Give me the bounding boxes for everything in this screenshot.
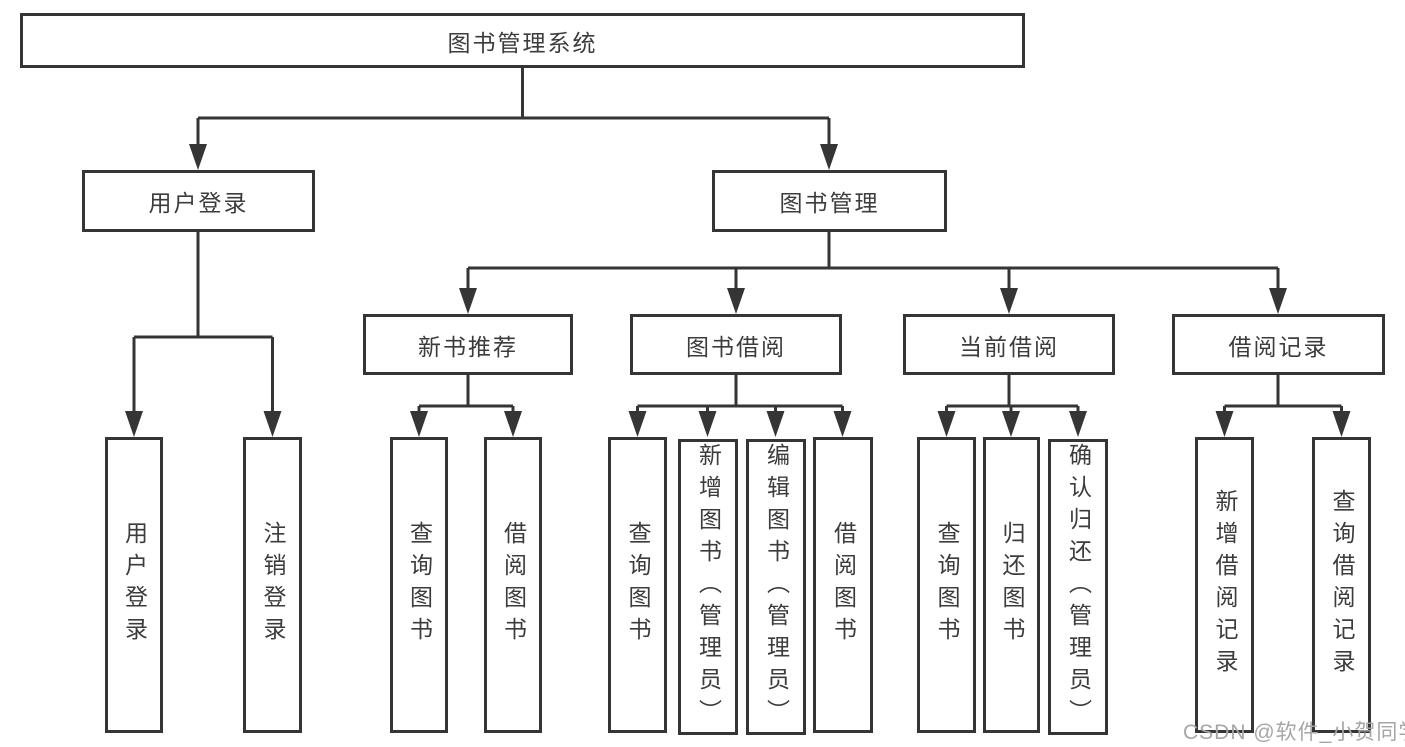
leaf-newbook-query-books: 查询图书 [390, 437, 448, 733]
leaf-borrow-books: 借阅图书 [813, 437, 873, 733]
node-new-book-recommendation: 新书推荐 [363, 314, 573, 375]
leaf-query-borrow-record: 查询借阅记录 [1312, 437, 1371, 733]
node-library-management-system: 图书管理系统 [20, 13, 1025, 68]
leaf-user-login: 用户登录 [105, 437, 163, 733]
node-current-borrowing: 当前借阅 [903, 314, 1115, 375]
leaf-current-query-books: 查询图书 [917, 437, 976, 733]
connector-root-to-level2 [189, 68, 838, 170]
connector-bookmgmt-to-level3 [459, 232, 1287, 314]
leaf-newbook-borrow-books: 借阅图书 [484, 437, 542, 733]
leaf-return-books: 归还图书 [983, 437, 1040, 733]
connector-currentborrow-to-leaves [937, 375, 1087, 437]
leaf-borrow-query-books: 查询图书 [608, 437, 667, 733]
node-book-management: 图书管理 [712, 170, 947, 232]
connector-bookborrow-to-leaves [628, 375, 852, 437]
leaf-add-borrow-record: 新增借阅记录 [1195, 437, 1254, 733]
leaf-confirm-return-admin: 确认归还（管理员） [1048, 439, 1108, 735]
node-book-borrowing: 图书借阅 [630, 314, 842, 375]
watermark-csdn: CSDN @软件_小贺同学 [1183, 721, 1405, 744]
node-borrowing-records: 借阅记录 [1172, 314, 1385, 375]
connector-borrowrecords-to-leaves [1215, 375, 1351, 437]
connector-newbook-to-leaves [410, 375, 522, 437]
leaf-edit-books-admin: 编辑图书（管理员） [746, 439, 806, 735]
connector-userlogin-to-leaves [125, 232, 282, 437]
node-user-login: 用户登录 [82, 170, 315, 232]
leaf-add-books-admin: 新增图书（管理员） [678, 439, 738, 735]
leaf-logout: 注销登录 [243, 437, 302, 733]
